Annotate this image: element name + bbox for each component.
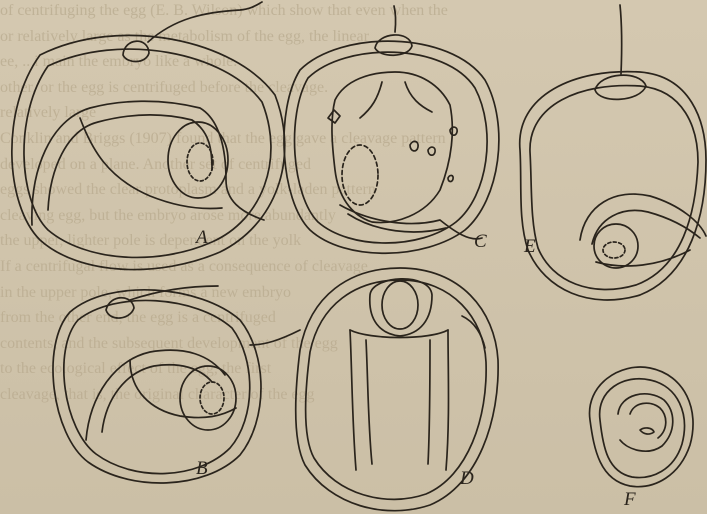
egg-a-nucleus [187,143,213,181]
egg-a-polar-thread [148,2,262,42]
egg-f-embryo-inner [630,403,666,438]
egg-c-spot-4 [450,127,457,135]
egg-d-band-left-inner [366,340,372,464]
egg-b-germ-band [86,350,225,440]
egg-drawing-a [12,2,285,270]
egg-a-head-lobe [168,122,228,198]
figure-label-a: A [194,227,208,248]
egg-c-inner-membrane [295,52,488,243]
figure-label-f: F [623,489,636,510]
egg-b-nucleus [200,382,224,414]
egg-drawing-b [53,286,261,483]
egg-c-polar-thread [394,6,396,32]
figure-label-d: D [459,468,474,489]
egg-e-polar-thread [620,5,622,74]
figure-label-b: B [196,458,208,479]
egg-c-spot-3 [428,147,435,155]
egg-e-inner-membrane [530,86,698,290]
egg-f-outer-membrane [590,367,694,487]
egg-d-band-right-outer [446,330,449,470]
egg-drawing-f [590,367,694,487]
egg-a-polar-cap [123,41,149,61]
figure-label-e: E [523,236,536,257]
egg-c-neck [360,82,382,118]
egg-b-head-lobe [180,366,236,430]
egg-b-outer-membrane [53,290,261,483]
egg-d-left-appendage [250,330,300,345]
egg-a-germ-band [32,101,264,225]
egg-f-yolk-mark [640,428,654,434]
egg-b-inner-membrane [64,300,250,473]
egg-drawing-e [520,5,706,300]
egg-a-cleft [80,118,222,209]
egg-c-central-body [342,145,378,205]
egg-d-head-inner [382,281,418,329]
egg-e-germ-band-inner [592,210,700,244]
egg-c-spot-5 [448,175,453,181]
egg-e-nucleus [603,242,625,258]
egg-d-band-left-outer [350,330,356,470]
egg-a-inner-membrane [24,49,271,257]
figure-label-c: C [474,231,487,252]
egg-b-germ-band-inner [102,365,212,432]
egg-drawing-c [284,6,499,253]
egg-d-band-right-inner [428,340,430,464]
egg-c-spot-2 [410,141,418,151]
egg-d-head [370,279,432,336]
egg-c-neck-right [405,82,432,112]
egg-d-inner-membrane [306,280,487,499]
egg-e-head-lobe [594,224,638,268]
egg-c-spot-1 [328,110,340,123]
